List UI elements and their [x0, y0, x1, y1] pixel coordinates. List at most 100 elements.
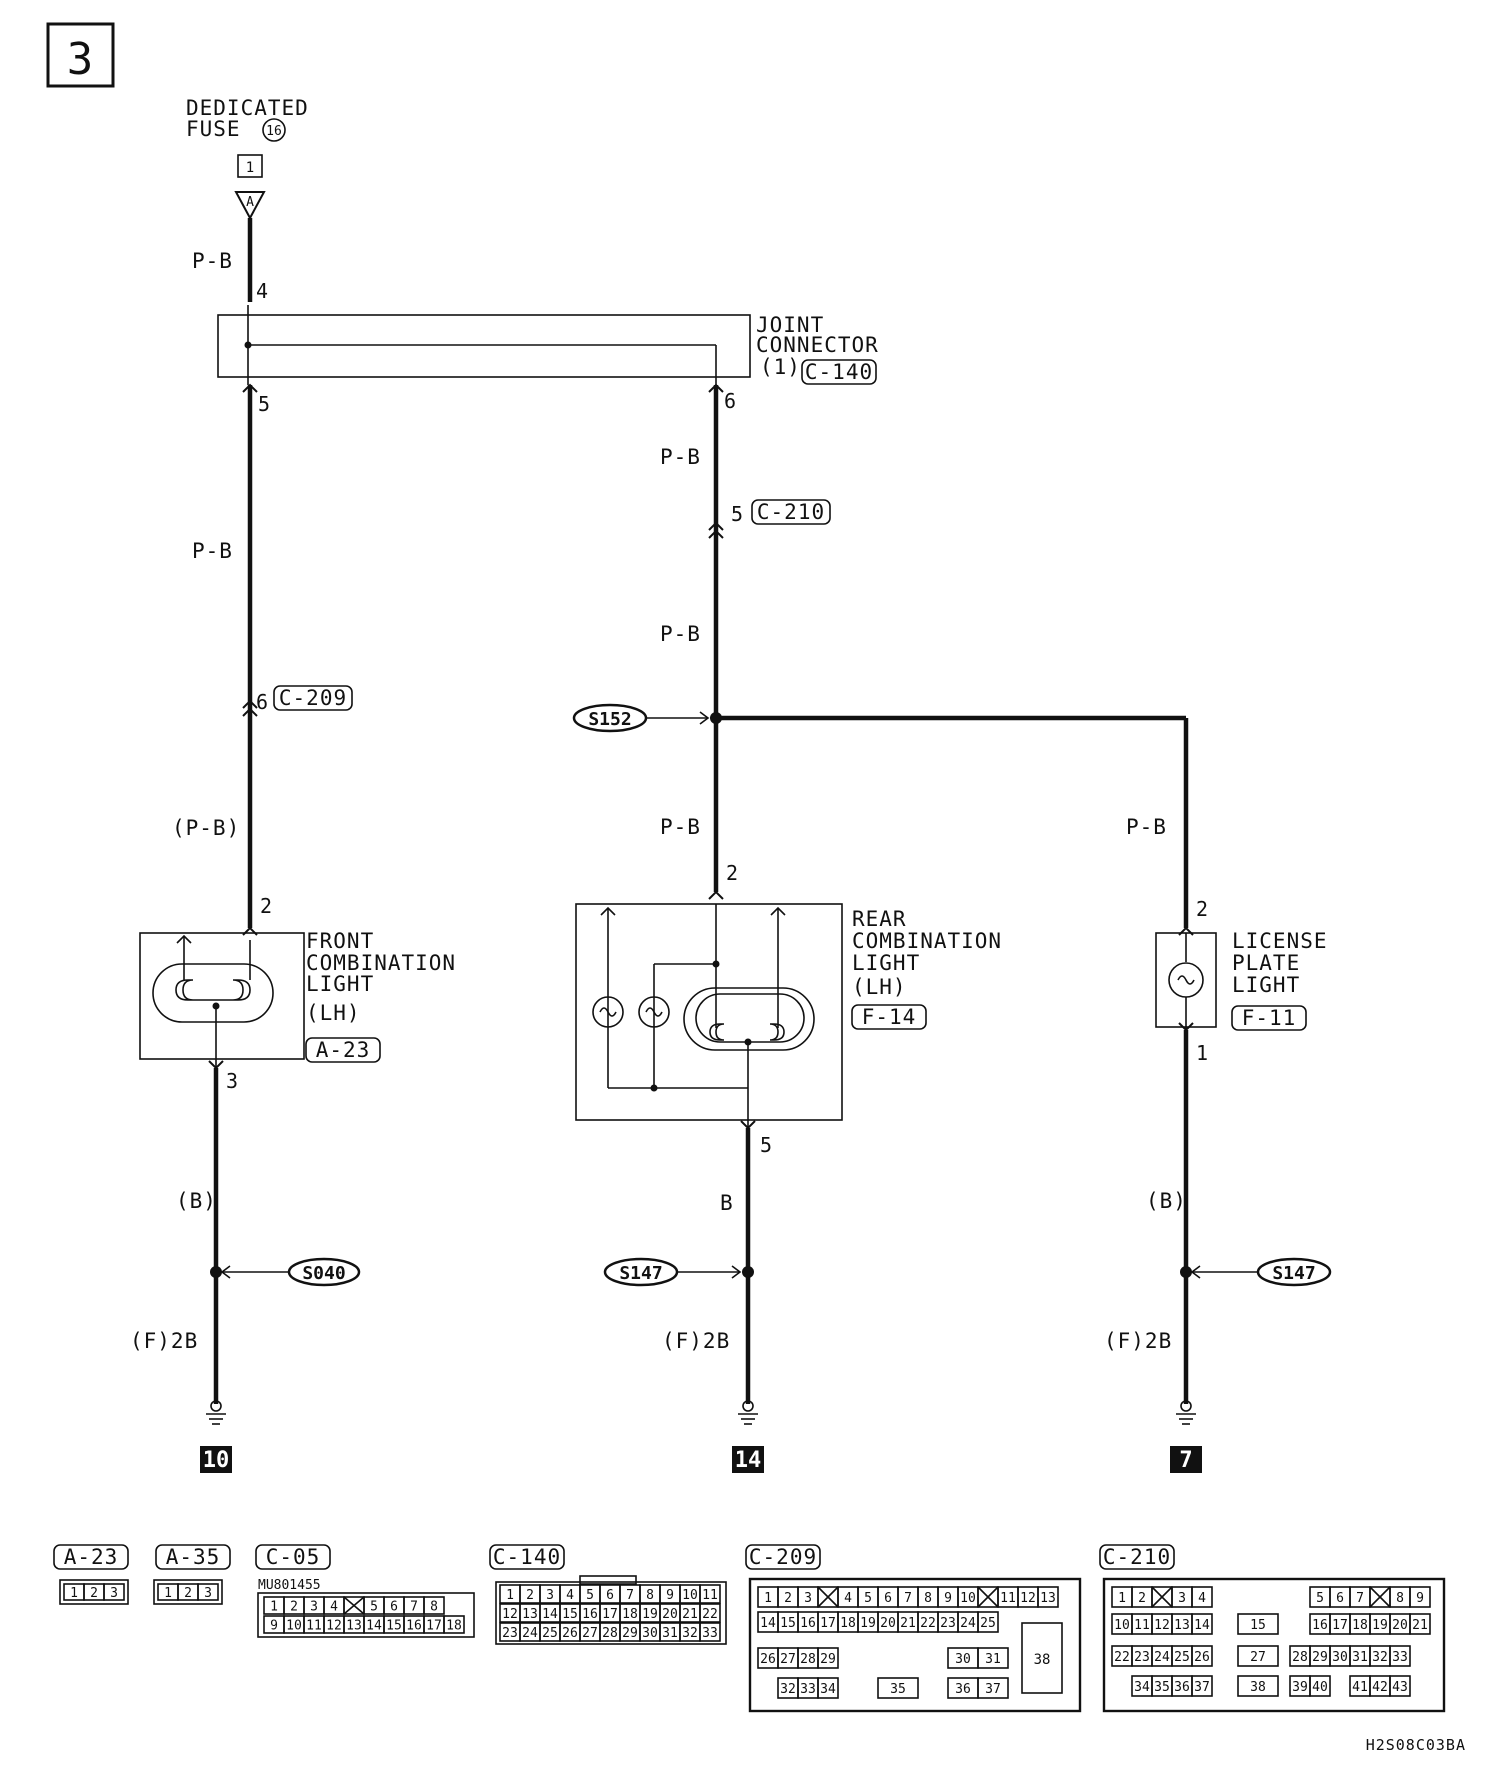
c140-pin-3: 3: [546, 1588, 554, 1603]
c209-pin-37-cell: [977, 1677, 1009, 1699]
c05-pin-5: 5: [370, 1600, 378, 1615]
ground-right-number: 7: [1179, 1448, 1192, 1473]
diagram-code: H2S08C03BA: [1366, 1736, 1466, 1754]
fuse-label-line2: FUSE: [186, 117, 241, 141]
splice-left: S040: [220, 1257, 361, 1287]
c210-pin-26-cell: [1191, 1645, 1213, 1667]
c140-pin-12: 12: [502, 1607, 518, 1622]
front-light-code: A-23: [316, 1038, 371, 1062]
c209-pin-13: 13: [1040, 1591, 1056, 1606]
inline-left-pin: 6: [256, 690, 268, 714]
c210-pin-26: 26: [1194, 1650, 1210, 1665]
connector-code-a35: A-35: [166, 1545, 221, 1569]
c140-pin-17: 17: [602, 1607, 618, 1622]
c210-pin-33: 33: [1392, 1650, 1408, 1665]
c209-pin-12: 12: [1020, 1591, 1036, 1606]
c210-pin-17: 17: [1332, 1618, 1348, 1633]
c210-pin-9-cell: [1409, 1586, 1431, 1608]
c209-pin-2: 2: [784, 1591, 792, 1606]
c209-pin-15: 15: [780, 1616, 796, 1631]
c210-pin-blank-2-blank-mark: [1151, 1586, 1173, 1608]
ground-mid: 14: [732, 1400, 764, 1473]
c140-pin-7: 7: [626, 1588, 634, 1603]
c210-pin-10: 10: [1114, 1618, 1130, 1633]
wire-label-mid-mid: P-B: [660, 622, 701, 646]
c209-pin-38: 38: [1034, 1652, 1051, 1668]
c210-pin-9: 9: [1416, 1591, 1424, 1606]
c209-pin-35-cell: [877, 1677, 919, 1699]
license-light-code: F-11: [1242, 1006, 1297, 1030]
fuse-number: 16: [266, 124, 282, 139]
c210-pin-41: 41: [1352, 1680, 1368, 1695]
connector-part-c05: MU801455: [258, 1578, 321, 1593]
c05-pin-18: 18: [446, 1619, 462, 1634]
connector-code-a23: A-23: [64, 1545, 119, 1569]
c209-pin-27: 27: [780, 1652, 796, 1667]
fuse-box-number: 1: [246, 160, 254, 176]
c210-pin-40-cell: [1309, 1675, 1331, 1697]
c209-pin-7: 7: [904, 1591, 912, 1606]
c05-pin-6: 6: [390, 1600, 398, 1615]
inline-left-code: C-209: [279, 686, 347, 710]
c05-pin-3: 3: [310, 1600, 318, 1615]
rear-combination-light: REAR COMBINATION LIGHT (LH) F-14: [575, 903, 1001, 1128]
c140-pin-19: 19: [642, 1607, 658, 1622]
splice-mid: S147: [603, 1257, 742, 1287]
front-light-label-line3: LIGHT: [306, 972, 374, 996]
c209-pin-9: 9: [944, 1591, 952, 1606]
c210-pin-36: 36: [1174, 1680, 1190, 1695]
front-light-label-line4: (LH): [306, 1001, 361, 1025]
c210-pin-13: 13: [1174, 1618, 1190, 1633]
c209-pin-11: 11: [1000, 1591, 1016, 1606]
c140-pin-26: 26: [562, 1626, 578, 1641]
c209-pin-22: 22: [920, 1616, 936, 1631]
wire-label-mid-gnd: (F)2B: [662, 1329, 730, 1353]
c210-pin-27-cell: [1237, 1645, 1279, 1667]
a23-pin-1: 1: [70, 1586, 78, 1601]
c140-pin-11-cell: [699, 1584, 721, 1604]
c210-pin-15-cell: [1237, 1613, 1279, 1635]
joint-label-line1: JOINT: [756, 313, 824, 337]
c210-pin-14-cell: [1191, 1613, 1213, 1635]
c210-pin-21: 21: [1412, 1618, 1428, 1633]
c140-pin-5: 5: [586, 1588, 594, 1603]
c210-pin-blank-3-blank-mark: [1369, 1586, 1391, 1608]
splice-mid-label: S147: [619, 1263, 662, 1284]
c209-pin-25: 25: [980, 1616, 996, 1631]
c05-pin-blank-4-blank-mark: [343, 1596, 365, 1615]
c210-pin-11: 11: [1134, 1618, 1150, 1633]
c140-pin-25: 25: [542, 1626, 558, 1641]
inline-mid-code: C-210: [757, 500, 825, 524]
c209-pin-31: 31: [985, 1652, 1001, 1667]
c140-pin-33-cell: [699, 1622, 721, 1642]
c210-pin-35: 35: [1154, 1680, 1170, 1695]
c210-pin-20: 20: [1392, 1618, 1408, 1633]
c140-pin-6: 6: [606, 1588, 614, 1603]
connector-code-c209: C-209: [749, 1545, 817, 1569]
c05-pin-4: 4: [330, 1600, 338, 1615]
license-light-pin-in: 2: [1196, 897, 1208, 921]
c05-pin-18-cell: [443, 1615, 465, 1634]
c209-pin-25-cell: [977, 1611, 999, 1633]
front-light-label-line2: COMBINATION: [306, 951, 456, 975]
wire-label-left-gnd: (F)2B: [130, 1329, 198, 1353]
c05-pin-16: 16: [406, 1619, 422, 1634]
inline-connector-left: 6 C-209: [242, 685, 353, 717]
c210-pin-4: 4: [1198, 1591, 1206, 1606]
c209-pin-34-cell: [817, 1677, 839, 1699]
c210-pin-38-cell: [1237, 1675, 1279, 1697]
front-light-pin-out: 3: [226, 1069, 238, 1093]
page-number: 3: [67, 34, 94, 85]
c210-pin-21-cell: [1409, 1613, 1431, 1635]
joint-connector: JOINT CONNECTOR (1) C-140: [217, 305, 878, 385]
c210-pin-32: 32: [1372, 1650, 1388, 1665]
c209-pin-3: 3: [804, 1591, 812, 1606]
a23-pin-3: 3: [110, 1586, 118, 1601]
c140-pin-30: 30: [642, 1626, 658, 1641]
c209-pin-31-cell: [977, 1647, 1009, 1669]
c210-pin-34: 34: [1134, 1680, 1150, 1695]
c140-pin-33: 33: [702, 1626, 718, 1641]
